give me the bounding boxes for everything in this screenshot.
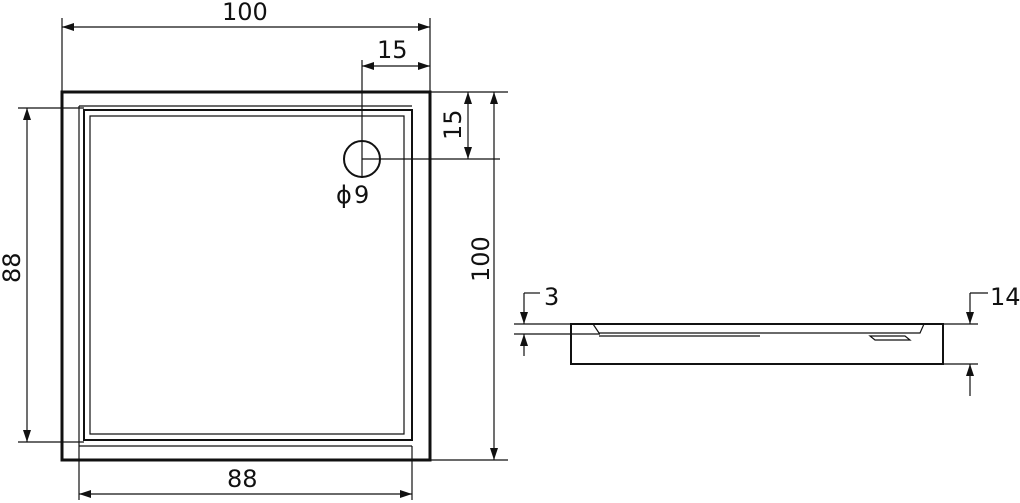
arrow-head	[418, 23, 430, 31]
tray-side-outline	[570, 323, 944, 365]
top-view: 100 15 15 ϕ 9 100 88 88	[0, 0, 508, 500]
basin-outer-edge	[83, 109, 413, 441]
tray-drain-profile	[868, 335, 912, 341]
label-inner-width: 88	[227, 465, 258, 493]
label-diameter-symbol: ϕ	[336, 181, 352, 209]
tray-basin-profile	[592, 323, 925, 334]
arrow-head	[400, 490, 412, 498]
arrow-head	[520, 312, 528, 324]
arrow-head	[966, 364, 974, 376]
arrow-head	[520, 334, 528, 346]
label-rim-depth: 3	[544, 283, 559, 311]
side-view: 3 14	[514, 283, 1020, 396]
label-total-height: 14	[990, 283, 1020, 311]
arrow-head	[362, 62, 374, 70]
arrow-head	[464, 92, 472, 104]
arrow-head	[79, 490, 91, 498]
label-drain-offset-x: 15	[377, 36, 408, 64]
arrow-head	[418, 62, 430, 70]
label-inner-depth: 88	[0, 252, 26, 283]
label-drain-diameter: 9	[354, 181, 369, 209]
arrow-head	[490, 92, 498, 104]
label-drain-offset-y: 15	[439, 109, 467, 140]
arrow-head	[464, 147, 472, 159]
arrow-head	[966, 312, 974, 324]
arrow-head	[23, 430, 31, 442]
label-overall-depth: 100	[467, 236, 495, 282]
arrow-head	[62, 23, 74, 31]
basin-inner-edge	[89, 115, 405, 435]
arrow-head	[490, 448, 498, 460]
label-overall-width: 100	[222, 0, 268, 26]
arrow-head	[23, 108, 31, 120]
